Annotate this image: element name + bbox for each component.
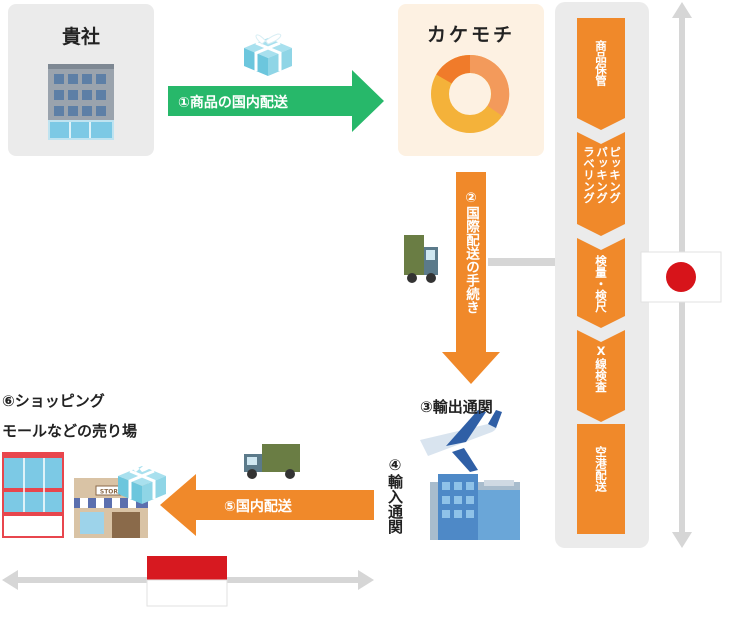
step1-arrow <box>168 70 384 132</box>
store-icon <box>74 478 148 538</box>
step4-label: ④輸入通関 <box>386 456 404 534</box>
process-xray: X線検査 <box>594 344 608 393</box>
airplane-icon <box>420 410 502 472</box>
step3-label: ③輸出通関 <box>420 398 493 416</box>
step5-arrow <box>160 474 374 536</box>
step6-label-line2: モールなどの売り場 <box>2 422 138 440</box>
japan-process-chevrons <box>577 18 625 534</box>
store-sign-text: STORE <box>100 489 122 496</box>
delivery-truck-icon <box>244 444 300 479</box>
indonesia-flag-icon <box>146 556 228 607</box>
kakemochi-title: カケモチ <box>426 24 515 46</box>
step5-label: ⑤国内配送 <box>224 499 292 515</box>
process-airport-delivery: 空港配送 <box>594 446 608 492</box>
company-title: 貴社 <box>61 26 100 48</box>
process-storage: 商品保管 <box>594 40 608 86</box>
shopping-mall-icon <box>2 452 64 538</box>
japan-flag-icon <box>640 251 722 303</box>
step6-label-line1: ⑥ショッピング <box>2 392 105 410</box>
airport-building-icon <box>430 474 520 540</box>
process-picking: ピッキング <box>608 146 622 204</box>
gift-box-icon <box>244 33 292 76</box>
truck-icon <box>404 235 438 283</box>
process-weighing: 検量・検尺 <box>594 255 608 313</box>
process-packing: パッキング <box>595 146 609 204</box>
gift-box-store-icon <box>118 462 166 504</box>
step2-arrow <box>442 172 500 384</box>
company-building-icon <box>48 64 114 140</box>
step1-label: ①商品の国内配送 <box>178 95 288 111</box>
process-labeling: ラベリング <box>582 146 596 204</box>
step2-label: ②国際配送の手続き <box>463 190 479 314</box>
kakemochi-logo-icon <box>431 54 510 133</box>
